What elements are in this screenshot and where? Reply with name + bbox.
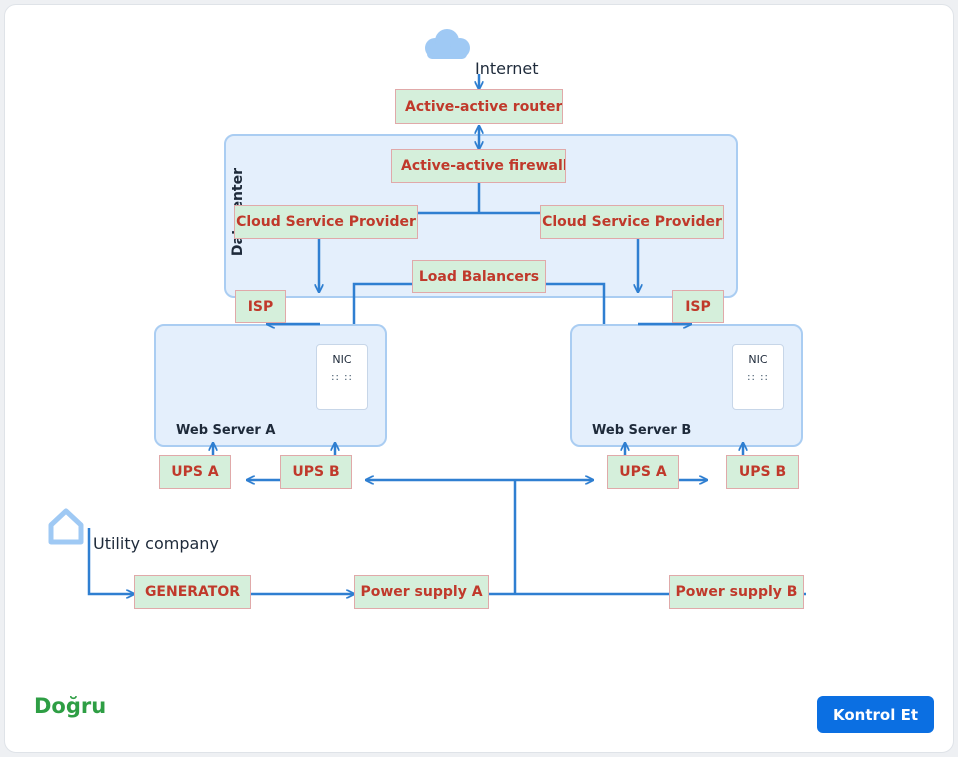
nic-ports: :: ::: [331, 372, 353, 383]
nic-label: NIC: [748, 353, 768, 366]
node-power-supply-a[interactable]: Power supply A: [354, 575, 489, 609]
cloud-icon: [425, 29, 470, 59]
node-ups-b-left[interactable]: UPS B: [280, 455, 352, 489]
node-active-active-firewalls[interactable]: Active-active firewalls: [391, 149, 566, 183]
node-ups-a-left[interactable]: UPS A: [159, 455, 231, 489]
node-ups-b-right[interactable]: UPS B: [726, 455, 799, 489]
nic-ports: :: ::: [747, 372, 769, 383]
internet-label: Internet: [475, 59, 539, 78]
node-cloud-service-provider-left[interactable]: Cloud Service Provider: [234, 205, 418, 239]
nic-card-b: NIC :: ::: [732, 344, 784, 410]
result-status: Doğru: [34, 694, 107, 718]
node-active-active-routers[interactable]: Active-active routers: [395, 89, 563, 124]
utility-company-label: Utility company: [93, 534, 219, 553]
node-ups-a-right[interactable]: UPS A: [607, 455, 679, 489]
check-button[interactable]: Kontrol Et: [817, 696, 934, 733]
node-cloud-service-provider-right[interactable]: Cloud Service Provider: [540, 205, 724, 239]
node-power-supply-b[interactable]: Power supply B: [669, 575, 804, 609]
web-server-b-label: Web Server B: [592, 423, 692, 438]
node-load-balancers[interactable]: Load Balancers: [412, 260, 546, 293]
house-icon: [48, 508, 84, 545]
nic-label: NIC: [332, 353, 352, 366]
nic-card-a: NIC :: ::: [316, 344, 368, 410]
web-server-a-label: Web Server A: [176, 423, 276, 438]
node-isp-right[interactable]: ISP: [672, 290, 724, 323]
node-generator[interactable]: GENERATOR: [134, 575, 251, 609]
node-isp-left[interactable]: ISP: [235, 290, 286, 323]
